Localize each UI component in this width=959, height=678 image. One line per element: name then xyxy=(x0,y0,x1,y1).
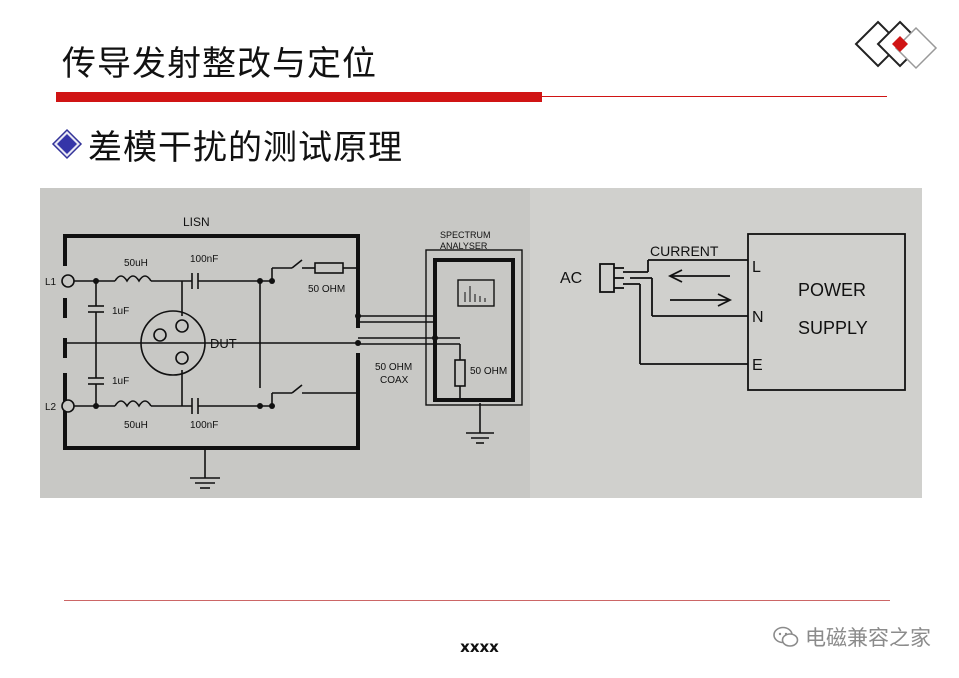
cap-bottom-label: 100nF xyxy=(190,420,218,431)
inductor-top-label: 50uH xyxy=(124,258,148,269)
logo-diamonds-icon xyxy=(854,20,938,70)
current-label: CURRENT xyxy=(650,243,719,259)
analyser-label-2: ANALYSER xyxy=(440,241,488,251)
terminal-n-label: N xyxy=(752,309,764,326)
terminal-e-label: E xyxy=(752,357,763,374)
watermark: 电磁兼容之家 xyxy=(773,622,931,652)
terminal-l-label: L xyxy=(752,259,761,276)
dut-label: DUT xyxy=(210,336,237,351)
coax-label-1: 50 OHM xyxy=(375,362,412,373)
bullet-heading: 差模干扰的测试原理 xyxy=(88,127,403,168)
watermark-text: 电磁兼容之家 xyxy=(805,626,931,650)
resistor-top-label: 50 OHM xyxy=(308,284,345,295)
inductor-bottom-label: 50uH xyxy=(124,420,148,431)
power-supply-label-1: POWER xyxy=(798,280,866,300)
footer-divider xyxy=(64,600,890,601)
title-underline-thin xyxy=(542,96,887,97)
coax-label-2: COAX xyxy=(380,375,409,386)
slide-title: 传导发射整改与定位 xyxy=(62,44,377,84)
bullet-row: 差模干扰的测试原理 xyxy=(50,120,403,168)
ac-source-label: AC xyxy=(560,270,582,287)
schematic-photo: LISN 50uH 100nF 1uF 1uF 50uH 100nF L1 L2… xyxy=(40,188,922,498)
footer-label: xxxx xyxy=(460,638,499,656)
title-underline-bar xyxy=(56,92,542,102)
analyser-load-label: 50 OHM xyxy=(470,366,507,377)
lisn-label: LISN xyxy=(183,215,210,229)
terminal-l1-label: L1 xyxy=(45,277,57,288)
power-supply-label-2: SUPPLY xyxy=(798,318,868,338)
shunt-cap-top-label: 1uF xyxy=(112,306,129,317)
chat-bubble-icon xyxy=(773,626,799,647)
cap-top-label: 100nF xyxy=(190,254,218,265)
schematic-diagram: LISN 50uH 100nF 1uF 1uF 50uH 100nF L1 L2… xyxy=(40,188,922,498)
diamond-bullet-icon xyxy=(51,128,83,160)
terminal-l2-label: L2 xyxy=(45,402,57,413)
analyser-label-1: SPECTRUM xyxy=(440,230,491,240)
shunt-cap-bottom-label: 1uF xyxy=(112,376,129,387)
